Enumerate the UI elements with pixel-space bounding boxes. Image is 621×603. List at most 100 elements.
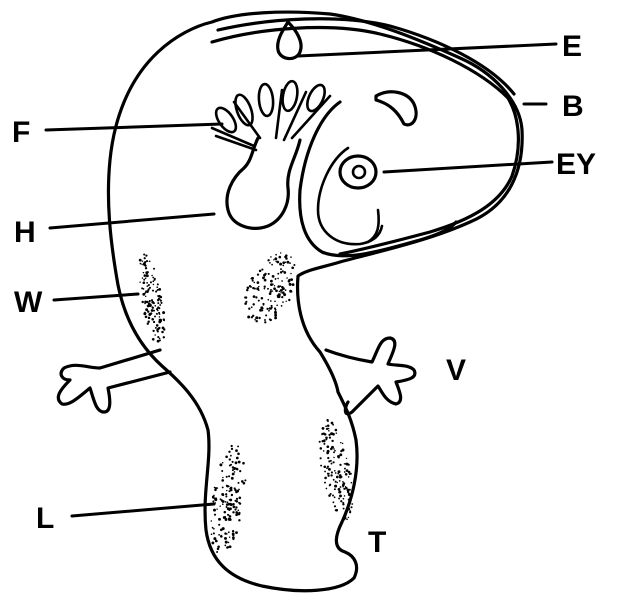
- stipple-dot: [155, 291, 157, 293]
- stipple-dot: [232, 503, 234, 505]
- stipple-dot: [212, 496, 214, 498]
- stipple-dot: [334, 470, 336, 472]
- stipple-dot: [273, 259, 274, 260]
- stipple-dot: [220, 535, 221, 536]
- stipple-dot: [331, 422, 334, 425]
- stipple-dot: [339, 453, 342, 456]
- stipple-dot: [343, 498, 345, 500]
- stipple-dot: [329, 436, 331, 438]
- stipple-dot: [258, 300, 260, 302]
- stipple-dot: [342, 443, 344, 445]
- stipple-dot: [340, 486, 342, 488]
- stipple-dot: [323, 450, 325, 452]
- label-h: H: [14, 216, 36, 249]
- stipple-dot: [328, 494, 331, 497]
- stipple-dot: [152, 280, 154, 282]
- stipple-dot: [224, 532, 226, 534]
- stipple-dot: [157, 283, 159, 285]
- stipple-dot: [145, 267, 147, 269]
- stipple-dot: [146, 273, 147, 274]
- stipple-dot: [338, 488, 341, 491]
- stipple-dot: [340, 500, 342, 502]
- stipple-dot: [335, 429, 338, 432]
- stipple-dot: [144, 265, 146, 267]
- stipple-dot: [211, 533, 213, 535]
- stipple-dot: [144, 274, 147, 277]
- stipple-dot: [140, 263, 142, 265]
- stipple-dot: [214, 487, 215, 488]
- stipple-dot: [156, 324, 159, 327]
- stipple-dot: [282, 291, 285, 294]
- stipple-dot: [159, 304, 161, 306]
- stipple-dot: [291, 266, 294, 269]
- stipple-dot: [327, 424, 329, 426]
- stipple-dot: [236, 468, 238, 470]
- stipple-dot: [211, 520, 212, 521]
- stipple-dot: [255, 320, 257, 322]
- stipple-dot: [246, 289, 248, 291]
- stipple-dot: [226, 506, 228, 508]
- stipple-dot: [156, 286, 158, 288]
- stipple-dot: [254, 319, 256, 321]
- stipple-dot: [145, 254, 147, 256]
- stipple-dot: [328, 430, 330, 432]
- stipple-dot: [331, 471, 333, 473]
- stipple-dot: [325, 438, 327, 440]
- stipple-dot: [232, 538, 234, 540]
- stipple-dot: [293, 264, 295, 266]
- stipple-dot: [154, 334, 156, 336]
- stipple-dot: [238, 512, 240, 514]
- stipple-dot: [343, 508, 345, 510]
- stipple-dot: [229, 464, 231, 466]
- stipple-dot: [219, 505, 221, 507]
- stipple-dot: [274, 300, 276, 302]
- stipple-dot: [276, 305, 278, 307]
- stipple-dot: [281, 286, 284, 289]
- stipple-dot: [213, 537, 216, 540]
- stipple-dot: [153, 284, 154, 285]
- stipple-dot: [225, 495, 227, 497]
- stipple-dot: [323, 443, 325, 445]
- stipple-dot: [225, 455, 228, 458]
- stipple-dot: [257, 273, 259, 275]
- stipple-dot: [255, 316, 258, 319]
- stipple-dot: [328, 468, 331, 471]
- stipple-dot: [141, 301, 143, 303]
- stipple-dot: [269, 307, 271, 309]
- stipple-dot: [265, 314, 267, 316]
- stipple-dot: [258, 286, 259, 287]
- stipple-dot: [258, 289, 260, 291]
- stipple-dot: [224, 516, 226, 518]
- stipple-dot: [226, 476, 228, 478]
- stipple-dot: [252, 315, 254, 317]
- stipple-dot: [157, 289, 159, 291]
- stipple-dot: [142, 293, 145, 296]
- stipple-dot: [330, 432, 333, 435]
- stipple-dot: [344, 463, 345, 464]
- stipple-dot: [279, 263, 282, 266]
- stipple-dot: [152, 330, 154, 332]
- stipple-dot: [270, 280, 273, 283]
- stipple-dot: [238, 510, 240, 512]
- stipple-dot: [331, 463, 333, 465]
- stipple-dot: [238, 461, 241, 464]
- stipple-dot: [342, 484, 344, 486]
- stipple-dot: [349, 489, 351, 491]
- stipple-dot: [258, 317, 260, 319]
- stipple-dot: [280, 292, 282, 294]
- stipple-dot: [346, 458, 347, 459]
- stipple-dot: [334, 505, 336, 507]
- stipple-dot: [230, 455, 232, 457]
- stipple-dot: [148, 317, 151, 320]
- stipple-dot: [264, 288, 266, 290]
- stipple-dot: [213, 528, 215, 530]
- stipple-dot: [332, 501, 334, 503]
- stipple-dot: [347, 508, 350, 511]
- stipple-dot: [259, 270, 262, 273]
- stipple-dot: [244, 479, 246, 481]
- stipple-dot: [327, 466, 329, 468]
- stipple-dot: [150, 281, 152, 283]
- stipple-dot: [269, 262, 271, 264]
- stipple-dot: [274, 257, 277, 260]
- stipple-dot: [218, 534, 220, 536]
